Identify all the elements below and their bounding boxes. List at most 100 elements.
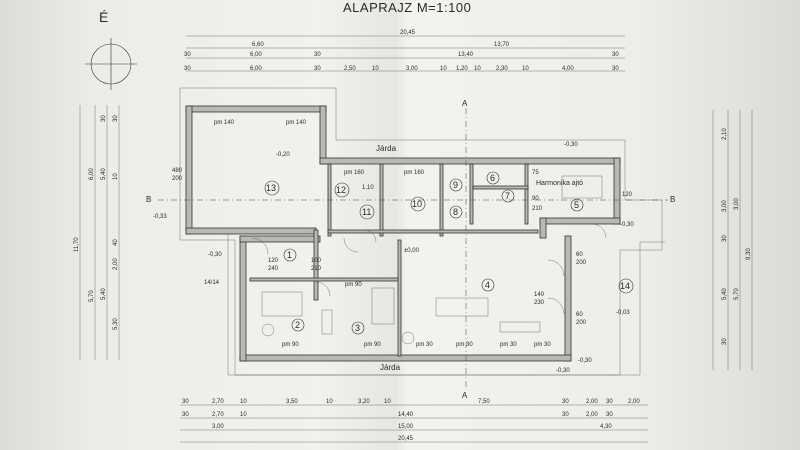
dim-text: 10 bbox=[440, 66, 447, 72]
annotation: pm 30 bbox=[416, 342, 433, 348]
drawing-title: ALAPRAJZ M=1:100 bbox=[343, 0, 471, 15]
annotation: pm 30 bbox=[500, 342, 517, 348]
annotation: 240 bbox=[268, 266, 279, 272]
bottom-dimension-chains: 30 2,70 10 3,50 10 3,20 10 7,50 30 2,00 … bbox=[180, 399, 648, 443]
level-mark: -0,30 bbox=[620, 222, 634, 228]
room-number: 8 bbox=[453, 207, 458, 217]
building-walls bbox=[185, 105, 621, 362]
dim-text: 2,00 bbox=[628, 399, 640, 405]
dim-text: 30 bbox=[101, 115, 107, 122]
dim-text: 3,00 bbox=[212, 424, 224, 430]
dim-text: 20,45 bbox=[400, 30, 416, 36]
sidewalk-label-bottom: Járda bbox=[380, 363, 401, 372]
dim-text: 4,30 bbox=[600, 424, 612, 430]
stove-icon bbox=[401, 331, 415, 345]
annotation: 200 bbox=[576, 320, 587, 326]
level-mark: -0,30 bbox=[208, 252, 222, 258]
annotation: 210 bbox=[532, 206, 543, 212]
dim-text: 5,40 bbox=[722, 288, 728, 300]
level-mark: -0,33 bbox=[153, 214, 167, 220]
dim-text: 30 bbox=[606, 399, 613, 405]
room-number: 11 bbox=[362, 207, 371, 217]
dim-text: 40 bbox=[113, 239, 119, 246]
annotations: Harmonika ajtó pm 140 pm 140 pm 160 pm 1… bbox=[172, 120, 633, 348]
dim-text: 3,00 bbox=[734, 198, 740, 210]
annotation: 210 bbox=[311, 266, 322, 272]
dim-text: 6,00 bbox=[89, 168, 95, 180]
level-mark: ±0,00 bbox=[404, 248, 420, 254]
dim-text: 2,30 bbox=[496, 66, 508, 72]
chair-icon bbox=[261, 323, 275, 337]
dim-text: 15,00 bbox=[398, 424, 414, 430]
dim-text: 6,00 bbox=[250, 66, 262, 72]
room-number: 14 bbox=[620, 281, 630, 291]
dim-text: 30 bbox=[184, 66, 191, 72]
dim-text: 10 bbox=[113, 173, 119, 180]
annotation: pm 90 bbox=[282, 342, 299, 348]
annotation: pm 90 bbox=[364, 342, 381, 348]
dim-text: 2,00 bbox=[113, 258, 119, 270]
doors bbox=[251, 223, 607, 315]
dim-text: 6,00 bbox=[250, 52, 262, 58]
dim-text: 30 bbox=[722, 338, 728, 345]
section-a-top: A bbox=[462, 99, 468, 108]
furniture bbox=[261, 175, 603, 345]
dim-text: 20,45 bbox=[398, 436, 414, 442]
north-arrow-icon: É bbox=[85, 9, 137, 90]
dim-text: 5,40 bbox=[101, 288, 107, 300]
right-dimension-chains: 2,10 3,00 30 3,00 5,40 30 5,70 9,30 bbox=[712, 110, 753, 370]
dim-text: 2,70 bbox=[212, 412, 224, 418]
section-b-left: B bbox=[146, 195, 151, 204]
annotation: pm 140 bbox=[214, 120, 235, 126]
dim-text: 10 bbox=[522, 66, 529, 72]
room-number: 9 bbox=[453, 180, 458, 190]
dim-text: 3,20 bbox=[358, 399, 370, 405]
room-number: 7 bbox=[505, 191, 510, 201]
wardrobe-icon bbox=[321, 309, 333, 335]
dim-text: 30 bbox=[314, 52, 321, 58]
dim-text: 2,50 bbox=[344, 66, 356, 72]
dim-text: 5,70 bbox=[734, 288, 740, 300]
level-mark: -0,30 bbox=[556, 368, 570, 374]
level-mark: -0,30 bbox=[578, 358, 592, 364]
dim-text: 30 bbox=[182, 399, 189, 405]
dim-text: 30 bbox=[612, 52, 619, 58]
room-numbers: 1 2 3 4 5 6 7 8 9 10 11 12 13 14 bbox=[264, 171, 634, 335]
annotation: pm 160 bbox=[404, 170, 425, 176]
section-lines: A A B B bbox=[146, 99, 675, 400]
annotation: 140 bbox=[534, 292, 545, 298]
annotation: 230 bbox=[534, 300, 545, 306]
annotation: 1,10 bbox=[362, 185, 374, 191]
dim-text: 30 bbox=[612, 66, 619, 72]
dim-text: 30 bbox=[722, 235, 728, 242]
room-number: 5 bbox=[574, 200, 579, 210]
room-number: 12 bbox=[336, 185, 346, 195]
dim-text: 7,50 bbox=[478, 399, 490, 405]
dim-text: 4,00 bbox=[562, 66, 574, 72]
sofa-icon bbox=[499, 321, 541, 333]
dim-text: 2,00 bbox=[586, 399, 598, 405]
section-b-right: B bbox=[670, 195, 675, 204]
room-number: 13 bbox=[266, 183, 276, 193]
dim-text: 6,60 bbox=[252, 42, 264, 48]
room-number: 3 bbox=[355, 323, 360, 333]
annotation: pm 30 bbox=[534, 342, 551, 348]
dim-text: 2,10 bbox=[722, 128, 728, 140]
bed-icon bbox=[561, 175, 603, 199]
annotation: 200 bbox=[576, 260, 587, 266]
annotation: pm 90 bbox=[345, 282, 362, 288]
dim-text: 3,50 bbox=[286, 399, 298, 405]
dim-text: 13,70 bbox=[494, 42, 510, 48]
annotation: 75 bbox=[532, 170, 539, 176]
annotation: 200 bbox=[172, 176, 183, 182]
dining-table-icon bbox=[435, 297, 489, 317]
dim-text: 2,70 bbox=[212, 399, 224, 405]
annotation: 60 bbox=[576, 312, 583, 318]
dim-text: 30 bbox=[314, 66, 321, 72]
annotation: 60 bbox=[576, 252, 583, 258]
annotation: pm 160 bbox=[344, 170, 365, 176]
dim-text: 11,70 bbox=[74, 237, 80, 252]
annotation: pm 140 bbox=[286, 120, 307, 126]
